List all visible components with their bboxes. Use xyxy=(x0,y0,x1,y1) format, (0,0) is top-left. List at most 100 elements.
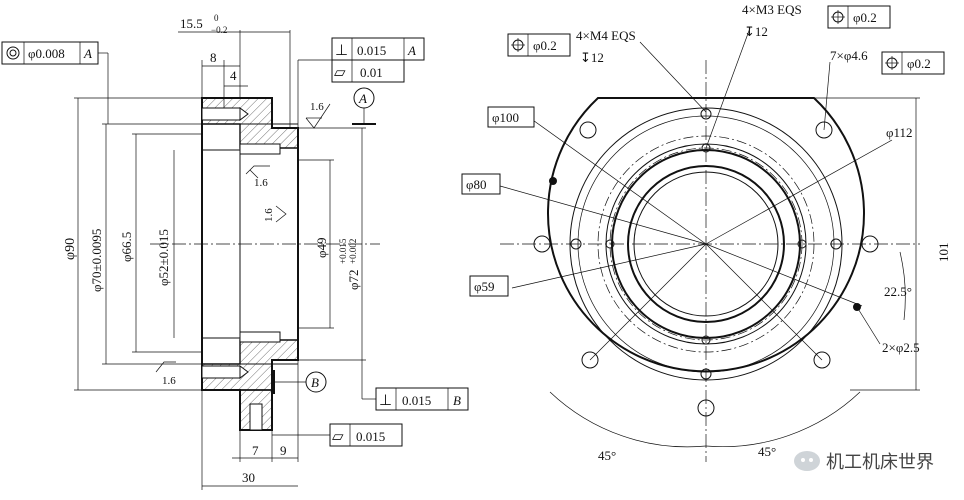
fcf-flat-bottom-value: 0.015 xyxy=(356,429,385,444)
hole-d46 xyxy=(581,351,599,369)
roughness-r2-value: 1.6 xyxy=(254,177,268,189)
dim-d72-upper: +0.015 xyxy=(338,238,348,264)
label-box-d100 xyxy=(487,106,535,128)
dim-d72: φ72 xyxy=(346,269,361,290)
datum-b-label: B xyxy=(311,375,319,390)
outer-flange xyxy=(547,97,865,373)
circle-d59 xyxy=(633,171,779,317)
dim-d49: φ49 xyxy=(314,237,329,258)
fcf-m4-value: φ0.2 xyxy=(533,38,557,53)
datum-a: A xyxy=(352,87,376,125)
angle-45-right-arc xyxy=(705,391,861,447)
label-m3: 4×M3 EQS xyxy=(742,2,802,17)
fcf-perp-top-datum: A xyxy=(407,43,416,58)
fcf-flat-bottom-symbol: ▱ xyxy=(332,429,344,445)
label-7xd46: 7×φ4.6 xyxy=(830,48,868,63)
hole-d46 xyxy=(533,235,551,253)
fcf-flat-bottom: ▱ 0.015 xyxy=(272,423,403,447)
dim-d70: φ70±0.0095 xyxy=(89,229,104,292)
wechat-icon xyxy=(794,451,820,471)
dim-15-5-upper: 0 xyxy=(214,13,219,23)
hole-d46 xyxy=(579,121,597,139)
fcf-concentricity-value: φ0.008 xyxy=(28,46,65,61)
dim-101: 101 xyxy=(936,243,951,263)
fcf-m4 xyxy=(507,33,571,57)
hole-d46 xyxy=(697,399,715,417)
label-d112: φ112 xyxy=(886,125,913,140)
fcf-perp-bottom-datum: B xyxy=(453,393,461,408)
hole-m4 xyxy=(830,238,842,250)
roughness-r1-value: 1.6 xyxy=(310,101,324,113)
fcf-perp-top: ⊥ 0.015 A xyxy=(331,37,425,61)
dim-d72-lower: +0.002 xyxy=(348,239,358,264)
pin-hole xyxy=(549,177,557,185)
dim-4: 4 xyxy=(230,68,237,83)
label-2xd25: 2×φ2.5 xyxy=(882,340,920,355)
watermark: 机工机床世界 xyxy=(794,448,934,474)
label-box-d59 xyxy=(469,275,509,297)
fcf-perp-top-value: 0.015 xyxy=(357,43,386,58)
label-m4-depth: ↧12 xyxy=(580,50,604,65)
tapped-hole-bottom xyxy=(201,365,241,379)
hatch-lower-flange xyxy=(201,339,299,391)
dim-d52: φ52±0.015 xyxy=(156,229,171,286)
circle-d100 xyxy=(577,115,835,373)
front-leaders xyxy=(499,27,893,361)
roughness-r3-value: 1.6 xyxy=(263,208,275,222)
hole-m4 xyxy=(700,108,712,120)
roughness-r3 xyxy=(275,205,287,223)
datum-a-label: A xyxy=(358,91,367,106)
fcf-flat-top: ▱ 0.01 xyxy=(297,59,405,128)
circle-bolt-m4 xyxy=(597,135,815,353)
dim-d90: φ90 xyxy=(63,238,78,260)
side-dimensions: 15.5 0 −0.2 8 4 7 9 30 φ90 xyxy=(63,13,366,490)
front-view: 101 φ100 φ80 φ59 φ112 22.5° 2×φ2.5 45° 4… xyxy=(461,2,951,463)
hole-d46 xyxy=(813,351,831,369)
tapped-hole-mid xyxy=(239,143,281,155)
label-45-right: 45° xyxy=(758,444,776,459)
hole-m3 xyxy=(797,239,807,249)
dim-30: 30 xyxy=(242,470,255,485)
fcf-perp-bottom-symbol: ⊥ xyxy=(379,393,392,409)
fcf-perp-bottom: ⊥ 0.015 B xyxy=(361,360,469,411)
dim-15-5: 15.5 xyxy=(180,16,203,31)
fcf-perp-top-symbol: ⊥ xyxy=(335,43,348,59)
side-section-view: 15.5 0 −0.2 8 4 7 9 30 φ90 xyxy=(1,13,469,490)
roughness-r1 xyxy=(305,103,331,129)
roughness-r4-value: 1.6 xyxy=(162,375,176,387)
hole-m3 xyxy=(701,335,711,345)
watermark-text: 机工机床世界 xyxy=(826,452,934,472)
label-d80: φ80 xyxy=(466,177,487,192)
hatch-upper-flange xyxy=(201,97,299,149)
hole-m4 xyxy=(700,368,712,380)
section-outline xyxy=(201,97,299,431)
tapped-hole-top-tip xyxy=(239,107,249,121)
bolt-circle-outer xyxy=(569,107,843,381)
label-box-d80 xyxy=(461,173,501,195)
fcf-h46-value: φ0.2 xyxy=(907,56,931,71)
angle-225-arc xyxy=(899,251,906,321)
tapped-hole-bottom-tip xyxy=(239,365,249,379)
label-d59: φ59 xyxy=(474,279,495,294)
fcf-concentricity-datum: A xyxy=(83,46,92,61)
boss-hole xyxy=(249,403,263,431)
tapped-hole-top xyxy=(201,107,241,121)
label-d100: φ100 xyxy=(492,110,519,125)
roughness-symbols: 1.6 1.6 1.6 1.6 xyxy=(155,101,331,387)
fcf-flat-top-symbol: ▱ xyxy=(334,65,346,81)
hole-m3 xyxy=(605,239,615,249)
fcf-h46 xyxy=(881,51,945,75)
fcf-m3 xyxy=(827,5,891,29)
tapped-hole-mid-bottom xyxy=(239,331,281,343)
label-225: 22.5° xyxy=(884,284,912,299)
dim-15-5-lower: −0.2 xyxy=(211,25,227,35)
hole-m3 xyxy=(701,143,711,153)
circle-inner-boss xyxy=(611,149,801,339)
datum-b: B xyxy=(273,370,327,394)
label-m4: 4×M4 EQS xyxy=(576,28,636,43)
dim-7: 7 xyxy=(252,443,259,458)
dim-9: 9 xyxy=(280,443,287,458)
fcf-concentricity: φ0.008 A xyxy=(1,41,109,124)
holes-m4 xyxy=(570,108,842,380)
